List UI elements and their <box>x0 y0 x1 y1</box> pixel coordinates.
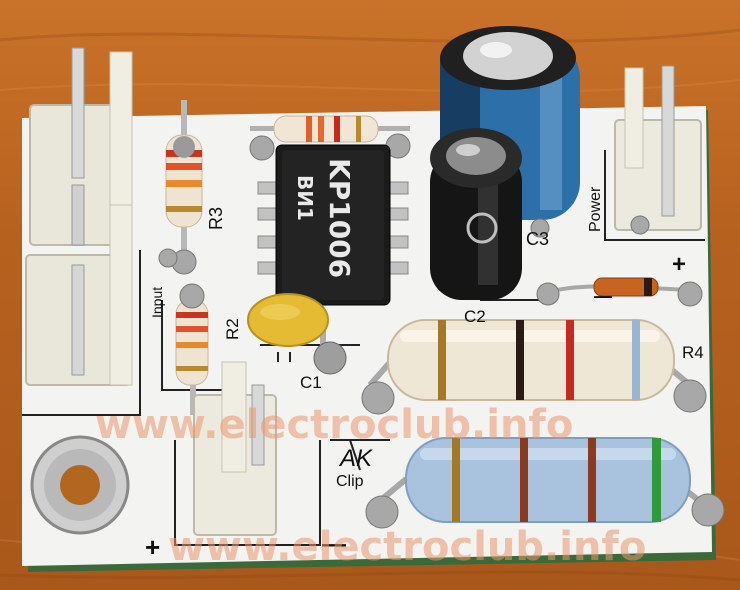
clip-connector <box>193 361 277 536</box>
silkscreen-labels: R3 R2 Input Power C1 C2 C3 R4 AK Clip + … <box>145 186 704 562</box>
chip-marking-line2: BИ1 <box>293 175 317 221</box>
input-connector-top <box>29 47 133 248</box>
label-ak-logo: AK <box>338 445 373 472</box>
label-plus-right: + <box>672 251 686 278</box>
watermark-bottom: www.electroclub.info <box>168 524 646 570</box>
power-connector <box>614 65 702 231</box>
resistor-r2 <box>175 283 209 415</box>
label-minus-right: — <box>594 286 612 306</box>
capacitor-c1 <box>247 293 347 375</box>
resistor-r3 <box>165 100 203 275</box>
label-clip: Clip <box>336 473 364 490</box>
label-minus-left: — <box>322 531 346 558</box>
chip-marking-line1: KP1006 <box>323 158 356 278</box>
ic-chip: KP1006 BИ1 <box>257 144 409 306</box>
diode <box>536 277 703 307</box>
resistor-large-top <box>361 319 707 415</box>
label-c2: C2 <box>464 307 486 326</box>
label-c1: C1 <box>300 373 322 392</box>
capacitor-c2 <box>430 128 522 300</box>
label-power: Power <box>587 186 604 232</box>
watermark-top: www.electroclub.info <box>95 402 573 448</box>
label-r4: R4 <box>682 343 704 362</box>
resistor-large-bottom <box>365 437 725 529</box>
label-plus-left: + <box>145 532 160 562</box>
resistor-top <box>249 115 411 161</box>
label-c3: C3 <box>526 229 549 249</box>
mounting-hole <box>30 435 130 535</box>
input-connector-bottom <box>25 204 133 386</box>
solder-pads <box>158 215 650 268</box>
label-r2: R2 <box>223 318 242 340</box>
label-r3: R3 <box>206 207 226 230</box>
label-input: Input <box>149 287 165 318</box>
